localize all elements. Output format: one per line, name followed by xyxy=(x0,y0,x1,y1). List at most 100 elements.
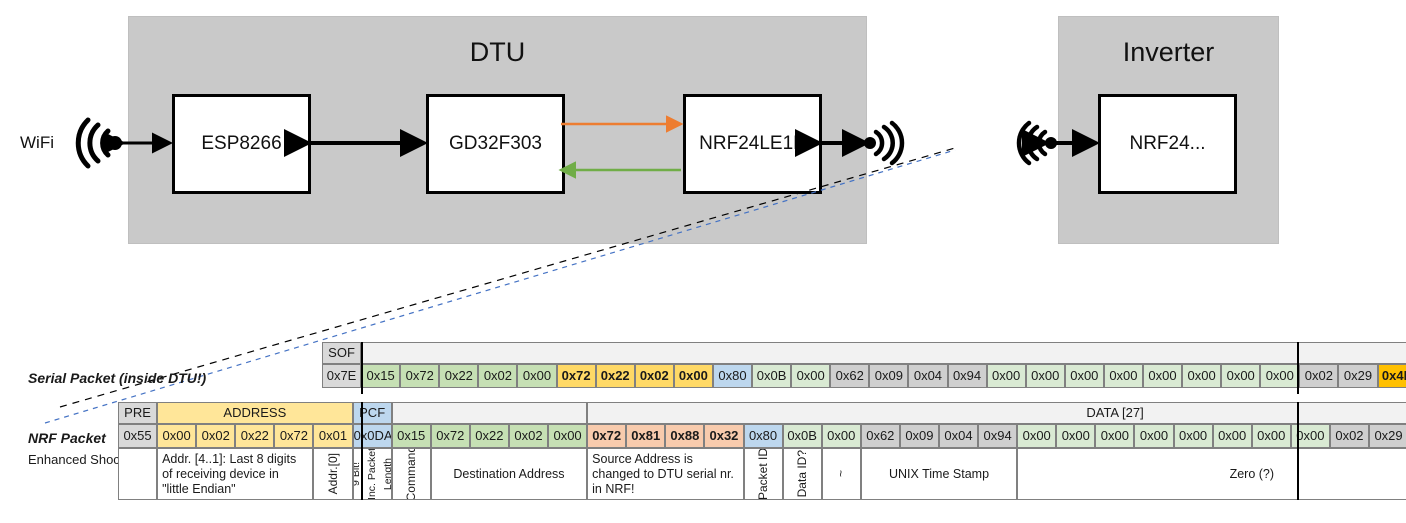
nrf-byte-cell-26: 0x00 xyxy=(1134,424,1174,448)
nrf-byte-cell-14: 0x88 xyxy=(665,424,705,448)
nrf-crc-divider xyxy=(1297,402,1299,500)
serial-byte-cell-8: 0x02 xyxy=(634,364,674,388)
connector-arrows xyxy=(44,115,1100,424)
nrf-byte-cell-23: 0x00 xyxy=(1017,424,1057,448)
serial-byte-cell-6: 0x72 xyxy=(556,364,596,388)
nrf-byte-cell-12: 0x72 xyxy=(587,424,627,448)
nrf-byte-cell-7: 0x15 xyxy=(391,424,431,448)
serial-payload-divider xyxy=(361,342,363,394)
serial-byte-cell-24: 0x00 xyxy=(1260,364,1300,388)
block-gd32f303-label: GD32F303 xyxy=(449,133,542,154)
serial-eof-divider xyxy=(1297,342,1299,394)
nrf-annotation-cell-1: Addr. [4..1]: Last 8 digits of receiving… xyxy=(157,448,314,500)
nrf-byte-cell-20: 0x09 xyxy=(899,424,939,448)
nrf-annotation-cell-9: ~ xyxy=(821,448,861,500)
nrf-annotation-cell-7: Packet ID xyxy=(743,448,783,500)
nrf-byte-cell-6: 0x0DA xyxy=(352,424,392,448)
nrf-byte-cell-3: 0x22 xyxy=(235,424,275,448)
serial-packet-header-row: SOFEOF xyxy=(322,342,1406,364)
block-diagram: DTU Inverter WiFi xyxy=(20,16,1279,424)
inverter-title: Inverter xyxy=(1122,37,1215,67)
serial-byte-cell-18: 0x00 xyxy=(1025,364,1065,388)
nrf-byte-cell-24: 0x00 xyxy=(1056,424,1096,448)
serial-byte-cell-19: 0x00 xyxy=(1064,364,1104,388)
nrf-byte-cell-31: 0x02 xyxy=(1329,424,1369,448)
nrf-annotation-cell-2: Addr.[0] xyxy=(313,448,353,500)
serial-byte-cell-0: 0x7E xyxy=(322,364,362,388)
nrf-byte-cell-19: 0x62 xyxy=(860,424,900,448)
annotation-vertical-text: Addr.[0] xyxy=(325,453,340,495)
serial-header-cell-1 xyxy=(361,342,1406,364)
nrf-byte-cell-11: 0x00 xyxy=(548,424,588,448)
annotation-vertical-line: Length xyxy=(381,457,392,491)
dtu-title: DTU xyxy=(469,37,526,67)
nrf-byte-cell-18: 0x00 xyxy=(821,424,861,448)
block-esp8266-label: ESP8266 xyxy=(201,133,282,154)
serial-packet-row-label: Serial Packet (inside DTU!) xyxy=(28,370,207,386)
nrf-byte-cell-29: 0x00 xyxy=(1251,424,1291,448)
nrf-annotation-cell-5: Destination Address xyxy=(430,448,588,500)
nrf-header-cell-4: DATA [27] xyxy=(587,402,1406,424)
nrf-header-cell-3 xyxy=(391,402,588,424)
nrf-byte-cell-4: 0x72 xyxy=(274,424,314,448)
nrf-byte-cell-2: 0x02 xyxy=(196,424,236,448)
nrf-annotation-cell-10: UNIX Time Stamp xyxy=(860,448,1018,500)
nrf-annotation-cell-11: Zero (?) xyxy=(1017,448,1406,500)
wifi-label: WiFi xyxy=(20,133,54,152)
serial-byte-cell-2: 0x72 xyxy=(400,364,440,388)
nrf-byte-cell-9: 0x22 xyxy=(469,424,509,448)
nrf-annotation-cell-6: Source Address is changed to DTU serial … xyxy=(587,448,744,500)
serial-byte-cell-9: 0x00 xyxy=(673,364,713,388)
annotation-vertical-text: Packet ID xyxy=(755,448,770,500)
serial-byte-cell-4: 0x02 xyxy=(478,364,518,388)
nrf-header-cell-0: PRE xyxy=(118,402,158,424)
serial-byte-cell-20: 0x00 xyxy=(1103,364,1143,388)
nrf-byte-cell-1: 0x00 xyxy=(157,424,197,448)
serial-byte-cell-5: 0x00 xyxy=(517,364,557,388)
nrf-byte-cell-13: 0x81 xyxy=(626,424,666,448)
serial-byte-cell-1: 0x15 xyxy=(361,364,401,388)
annotation-vertical-text: Command xyxy=(403,448,418,500)
serial-byte-cell-12: 0x00 xyxy=(791,364,831,388)
serial-byte-cell-26: 0x29 xyxy=(1338,364,1378,388)
nrf-header-cell-1: ADDRESS xyxy=(157,402,353,424)
block-inverter-nrf24-label: NRF24... xyxy=(1129,133,1206,154)
serial-byte-cell-22: 0x00 xyxy=(1182,364,1222,388)
serial-byte-cell-21: 0x00 xyxy=(1142,364,1183,388)
serial-byte-cell-7: 0x22 xyxy=(595,364,635,388)
nrf-byte-cell-16: 0x80 xyxy=(743,424,783,448)
nrf-byte-cell-22: 0x94 xyxy=(978,424,1018,448)
annotation-vertical-text: ~ xyxy=(833,470,848,478)
nrf-byte-cell-17: 0x0B xyxy=(782,424,822,448)
serial-byte-cell-11: 0x0B xyxy=(752,364,792,388)
nrf-byte-cell-10: 0x02 xyxy=(508,424,549,448)
block-nrf24le1e-label: NRF24LE1E xyxy=(699,133,806,154)
serial-byte-cell-13: 0x62 xyxy=(830,364,870,388)
serial-byte-cell-23: 0x00 xyxy=(1221,364,1261,388)
block-gd32f303: GD32F303 xyxy=(426,94,565,194)
serial-byte-cell-15: 0x04 xyxy=(908,364,948,388)
nrf-byte-cell-32: 0x29 xyxy=(1369,424,1406,448)
nrf-byte-cell-21: 0x04 xyxy=(938,424,979,448)
annotation-vertical-text: Data ID? xyxy=(794,450,809,498)
nrf-byte-cell-25: 0x00 xyxy=(1095,424,1135,448)
nrf-annotation-cell-4: Command xyxy=(391,448,431,500)
serial-byte-cell-10: 0x80 xyxy=(712,364,753,388)
serial-byte-cell-14: 0x09 xyxy=(869,364,909,388)
serial-byte-cell-17: 0x00 xyxy=(986,364,1026,388)
nrf-byte-cell-28: 0x00 xyxy=(1212,424,1252,448)
serial-byte-cell-25: 0x02 xyxy=(1299,364,1339,388)
nrf-byte-cell-27: 0x00 xyxy=(1173,424,1213,448)
block-inverter-nrf24: NRF24... xyxy=(1098,94,1237,194)
serial-byte-cell-16: 0x94 xyxy=(947,364,987,388)
nrf-byte-cell-8: 0x72 xyxy=(430,424,470,448)
serial-header-cell-0: SOF xyxy=(322,342,362,364)
serial-byte-cell-27: 0x4E xyxy=(1377,364,1406,388)
nrf-byte-cell-5: 0x01 xyxy=(313,424,353,448)
annotation-vertical-line: Inc. Packet xyxy=(365,448,378,500)
